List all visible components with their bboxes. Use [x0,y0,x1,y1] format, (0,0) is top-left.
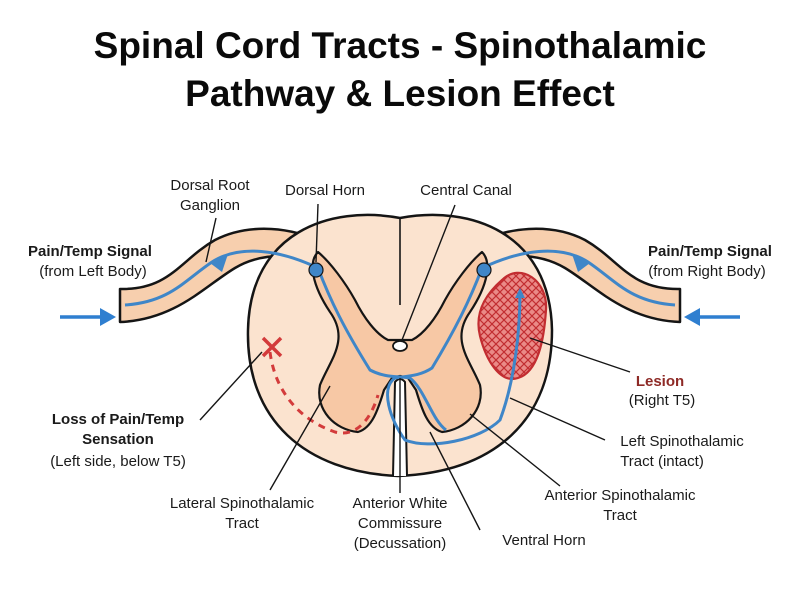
lesion-title: Lesion [636,373,684,390]
leader-lines [199,203,631,531]
lateral-stt-label-2: Tract [225,515,259,532]
leader-lesion [529,337,631,373]
signal-right-sub: (from Right Body) [648,263,766,280]
lesion-sub: (Right T5) [629,392,695,409]
loss-label-3: (Left side, below T5) [50,453,186,470]
loss-dashed-path [268,351,380,435]
awc-label-1: Anterior White [352,495,447,512]
anterior-stt-label-2: Tract [603,507,637,524]
left-stt-label-1: Left Spinothalamic [620,433,744,450]
dorsal-root-ganglion-label-2: Ganglion [180,197,240,214]
leader-ventral-horn [429,431,481,531]
lateral-stt-label-1: Lateral Spinothalamic [170,495,315,512]
title-line-2: Pathway & Lesion Effect [185,73,615,114]
right-pathway [386,249,676,446]
leader-anterior-stt [469,413,561,487]
central-canal [392,340,408,352]
signal-right-title: Pain/Temp Signal [648,243,772,260]
right-input-arrow [684,308,740,326]
title-line-1: Spinal Cord Tracts - Spinothalamic [93,25,707,66]
left-pathway [124,249,447,432]
left-stt-label-2: Tract (intact) [620,453,704,470]
ventral-horn-label: Ventral Horn [502,532,585,549]
signal-left-title: Pain/Temp Signal [28,243,152,260]
loss-label-2: Sensation [82,431,154,448]
left-synapse [308,262,324,278]
dorsal-root-ganglion-label-1: Dorsal Root [170,177,250,194]
right-synapse [476,262,492,278]
loss-label-1: Loss of Pain/Temp [52,411,184,428]
leader-dorsal-root-ganglion [205,217,217,263]
central-canal-label: Central Canal [420,182,512,199]
dorsal-horn-label: Dorsal Horn [285,182,365,199]
right-root-arrow-icon [572,254,590,272]
leader-left-stt [509,397,606,441]
diagram-title: Spinal Cord Tracts - Spinothalamic Pathw… [0,22,800,118]
loss-x-mark [261,336,283,358]
left-root-arrow-icon [210,254,228,272]
leader-loss [199,351,263,421]
awc-label-2: Commissure [358,515,442,532]
anterior-stt-label-1: Anterior Spinothalamic [545,487,696,504]
left-input-arrow [60,308,116,326]
awc-label-3: (Decussation) [354,535,447,552]
leader-lateral-stt [269,385,331,491]
leader-dorsal-horn [315,203,319,263]
leader-central-canal [401,204,456,341]
signal-left-sub: (from Left Body) [39,263,147,280]
lesion-area [477,271,548,381]
